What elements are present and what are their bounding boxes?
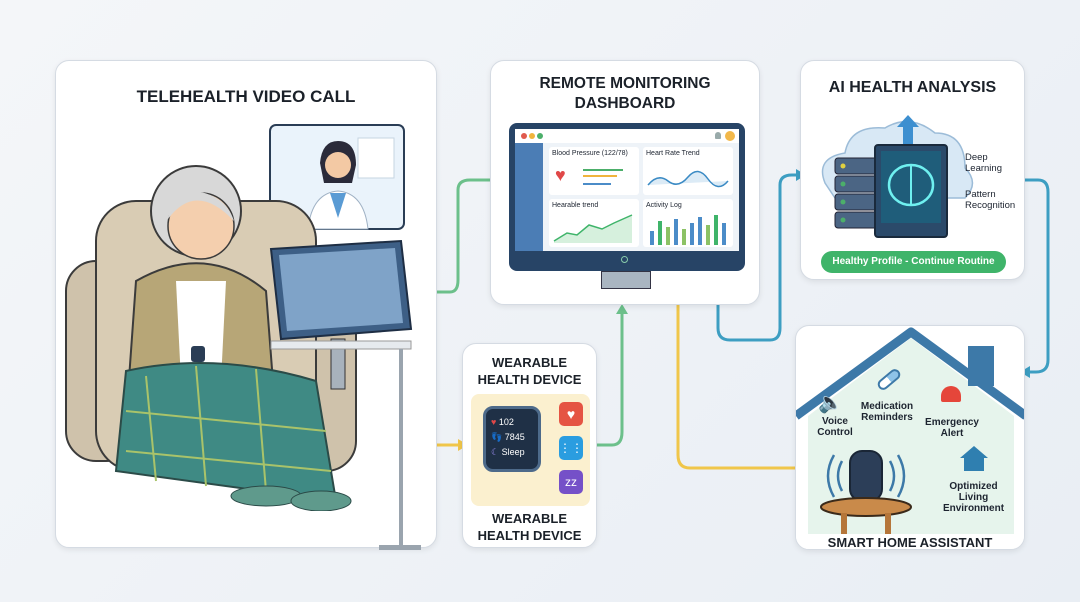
dashboard-title-line2: DASHBOARD bbox=[574, 95, 676, 112]
sleep-app-icon: zz bbox=[559, 470, 583, 494]
wearable-title-top: WEARABLE HEALTH DEVICE bbox=[477, 355, 582, 387]
arrow-ai-to-smarthome bbox=[1025, 178, 1050, 374]
dashboard-sidebar[interactable] bbox=[515, 143, 543, 251]
heart-rate-line bbox=[647, 170, 729, 188]
dashboard-title-line1: REMOTE MONITORING bbox=[539, 75, 711, 92]
window-min-dot bbox=[529, 133, 535, 139]
bell-icon[interactable] bbox=[715, 132, 721, 139]
steps-app-icon: ⋮⋮ bbox=[559, 436, 583, 460]
hearable-trend-line bbox=[553, 214, 633, 243]
dashboard-monitor: Blood Pressure (122/78) ♥ Heart Rate Tre… bbox=[509, 123, 745, 271]
ai-panel: AI HEALTH ANALYSIS Deep Learning Pattern… bbox=[800, 60, 1025, 280]
health-status-badge: Healthy Profile - Continue Routine bbox=[821, 251, 1006, 273]
arrow-wearable-to-dashboard bbox=[597, 310, 624, 447]
ai-title: AI HEALTH ANALYSIS bbox=[828, 79, 997, 96]
arrow-telehealth-to-dashboard bbox=[437, 178, 495, 294]
telehealth-panel: TELEHEALTH VIDEO CALL bbox=[55, 60, 437, 550]
cloud-server-brain-illustration bbox=[821, 115, 974, 238]
steps-readout: 👣 7845 bbox=[491, 432, 525, 442]
pattern-recognition-label: Pattern Recognition bbox=[965, 189, 1016, 211]
smart-speaker-on-table bbox=[820, 450, 912, 549]
sleep-readout: ☾ Sleep bbox=[491, 447, 525, 457]
voice-control-label: Voice Control bbox=[817, 416, 853, 438]
alarm-light-icon bbox=[941, 386, 961, 402]
optimized-living-label: Optimized Living Environment bbox=[942, 481, 1005, 514]
window-max-dot bbox=[537, 133, 543, 139]
monitor-power-dot bbox=[621, 256, 628, 263]
speaker-icon: 🔈 bbox=[818, 392, 843, 414]
heart-icon: ♥ bbox=[555, 165, 566, 185]
smartwatch: ♥ 102 👣 7845 ☾ Sleep bbox=[483, 406, 541, 472]
bp-card[interactable]: Blood Pressure (122/78) ♥ bbox=[549, 147, 639, 195]
activity-log-label: Activity Log bbox=[646, 202, 682, 209]
hearable-trend-label: Hearable trend bbox=[552, 202, 599, 209]
wearable-title-bottom: WEARABLE HEALTH DEVICE bbox=[477, 511, 582, 543]
doctor-video-feed bbox=[269, 124, 405, 241]
computer-monitor bbox=[269, 239, 421, 550]
monitor-stand bbox=[601, 271, 651, 289]
smarthome-panel: 🔈 Voice Control Medication Reminders Eme… bbox=[795, 325, 1025, 550]
heart-rate-card-label: Heart Rate Trend bbox=[646, 150, 700, 157]
smarthome-title: SMART HOME ASSISTANT bbox=[796, 534, 1024, 549]
medication-reminders-label: Medication Reminders bbox=[860, 401, 914, 423]
deep-learning-label: Deep Learning bbox=[965, 152, 1002, 174]
window-close-dot bbox=[521, 133, 527, 139]
telehealth-title: TELEHEALTH VIDEO CALL bbox=[136, 87, 356, 106]
arrow-dashboard-to-ai bbox=[716, 173, 800, 342]
dashboard-panel: REMOTE MONITORING DASHBOARD Blood Pressu… bbox=[490, 60, 760, 305]
bp-card-label: Blood Pressure (122/78) bbox=[552, 150, 628, 157]
wearable-panel: WEARABLE HEALTH DEVICE ♥ 102 👣 7845 ☾ Sl… bbox=[462, 343, 597, 548]
heart-app-icon: ♥ bbox=[559, 402, 583, 426]
elderly-woman-in-armchair bbox=[65, 165, 357, 511]
home-icon bbox=[960, 446, 988, 471]
user-avatar[interactable] bbox=[725, 131, 735, 141]
heart-rate-card[interactable]: Heart Rate Trend bbox=[643, 147, 733, 195]
emergency-alert-label: Emergency Alert bbox=[925, 417, 979, 439]
heart-rate-readout: ♥ 102 bbox=[491, 417, 514, 427]
activity-bars bbox=[650, 215, 726, 245]
arrow-dashboard-to-smarthome bbox=[676, 305, 795, 470]
hearable-trend-card[interactable]: Hearable trend bbox=[549, 199, 639, 247]
activity-log-card[interactable]: Activity Log bbox=[643, 199, 733, 247]
wearable-illustration: ♥ 102 👣 7845 ☾ Sleep ♥ ⋮⋮ zz bbox=[471, 394, 590, 506]
